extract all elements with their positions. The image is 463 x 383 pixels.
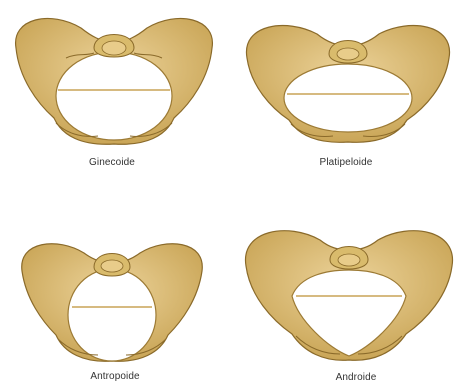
caption-ginecoide: Ginecoide bbox=[12, 157, 212, 168]
pelvis-antropoide-illustration bbox=[14, 233, 210, 367]
pelvis-androide-illustration bbox=[240, 220, 458, 368]
caption-antropoide: Antropoide bbox=[15, 371, 215, 382]
caption-platipeloide: Platipeloide bbox=[246, 157, 446, 168]
pelvis-ginecoide-illustration bbox=[6, 8, 221, 153]
caption-androide: Androide bbox=[256, 372, 456, 383]
pelvis-platipeloide-illustration bbox=[239, 16, 457, 151]
